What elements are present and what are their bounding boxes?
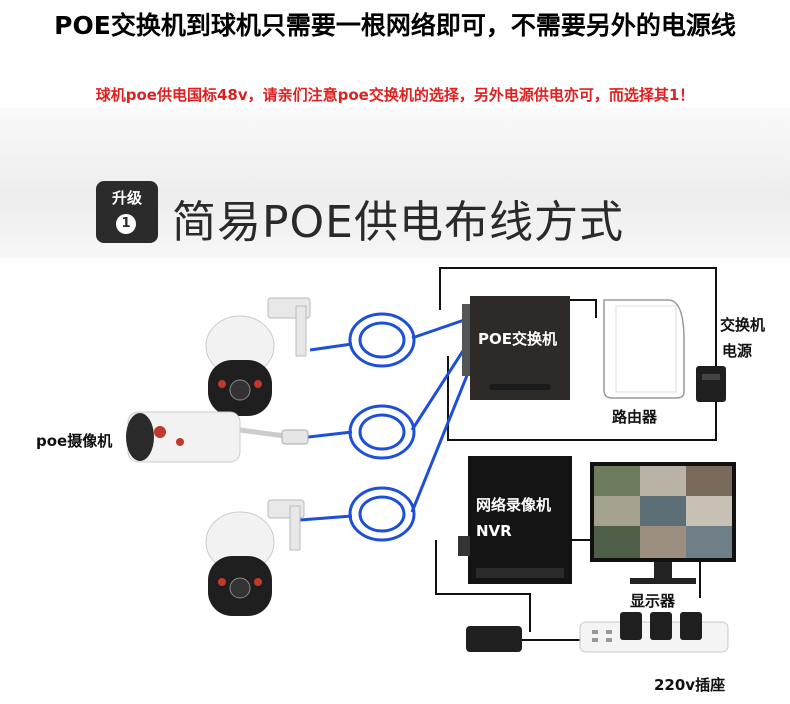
- cable-middle: [299, 339, 472, 440]
- nvr-adapter-cable: [435, 540, 531, 632]
- ptz-camera-top: [205, 297, 311, 416]
- switch-router-cable: [570, 299, 597, 318]
- page-subtitle: 球机poe供电国标48v，请亲们注意poe交换机的选择，另外电源供电亦可，而选择…: [95, 86, 695, 104]
- cables: [299, 312, 472, 542]
- ptz-camera-bottom: [205, 499, 305, 616]
- page-title: POE交换机到球机只需要一根网络即可，不需要另外的电源线: [54, 11, 736, 40]
- nvr-recorder: [458, 456, 572, 584]
- monitor-display: [590, 462, 736, 584]
- poe-switch: [462, 296, 570, 400]
- section-heading: 简易POE供电布线方式: [172, 197, 624, 248]
- upgrade-badge: 升级 1: [96, 181, 158, 243]
- nvr-label-1: 网络录像机: [476, 496, 552, 514]
- badge-number: 1: [116, 214, 136, 234]
- camera-label: poe摄像机: [36, 432, 113, 450]
- router: [603, 299, 685, 399]
- cable-coil-top: [348, 312, 416, 368]
- power-strip: [579, 612, 729, 653]
- router-label: 路由器: [612, 408, 658, 426]
- poe-switch-label: POE交换机: [478, 330, 557, 348]
- power-adapter-cable: [447, 356, 717, 441]
- cable-bottom: [299, 367, 472, 522]
- power-strip-label: 220v插座: [654, 676, 726, 694]
- wiring-lines: [435, 267, 717, 641]
- switch-power-adapter: [696, 366, 726, 402]
- switch-power-label-2: 电源: [722, 342, 753, 360]
- switch-power-label-1: 交换机: [720, 316, 766, 334]
- nvr-power-adapter: [466, 626, 522, 652]
- cable-coil-bottom: [348, 486, 416, 542]
- badge-label: 升级: [111, 189, 142, 207]
- bullet-camera: [126, 411, 309, 463]
- monitor-label: 显示器: [630, 592, 676, 610]
- switch-power-cable: [439, 267, 717, 368]
- cable-coil-middle: [348, 404, 416, 460]
- nvr-label-2: NVR: [476, 522, 512, 540]
- cable-top: [309, 316, 471, 352]
